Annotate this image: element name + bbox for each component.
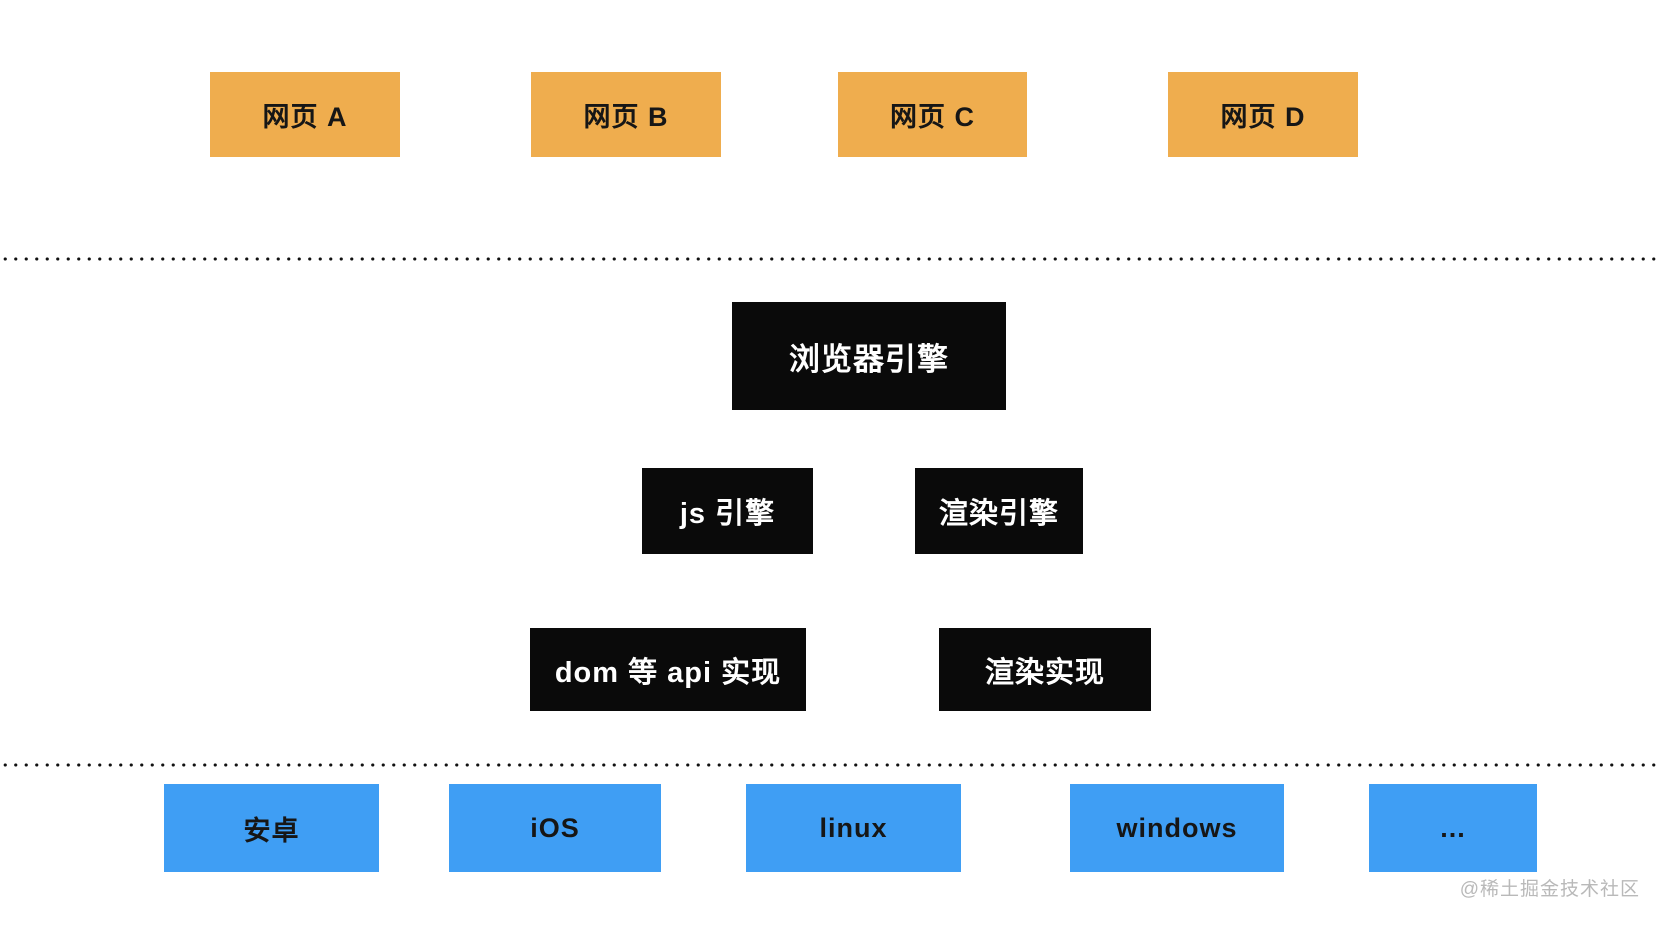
watermark: @稀土掘金技术社区 — [1459, 879, 1640, 900]
platform-linux-label: linux — [819, 812, 888, 843]
platform-box-ios: iOS — [449, 784, 661, 872]
platform-box-linux: linux — [746, 784, 961, 872]
js-engine-box: js 引擎 — [642, 468, 813, 554]
render-impl-box: 渲染实现 — [939, 628, 1151, 711]
webpage-box-d: 网页 D — [1168, 72, 1358, 157]
platform-windows-label: windows — [1116, 812, 1238, 843]
platform-android-label: 安卓 — [243, 815, 300, 846]
platform-ios-label: iOS — [530, 812, 580, 843]
dom-api-impl-label: dom 等 api 实现 — [554, 656, 782, 689]
dotted-separator-top — [0, 257, 1656, 261]
platform-more-label: ... — [1440, 812, 1466, 843]
platform-box-windows: windows — [1070, 784, 1284, 872]
platform-box-more: ... — [1369, 784, 1537, 872]
webpage-box-d-label: 网页 D — [1220, 102, 1306, 132]
webpage-box-c: 网页 C — [838, 72, 1027, 157]
render-engine-box: 渲染引擎 — [915, 468, 1083, 554]
dom-api-impl-box: dom 等 api 实现 — [530, 628, 806, 711]
webpage-box-a: 网页 A — [210, 72, 400, 157]
render-impl-label: 渲染实现 — [984, 656, 1105, 689]
dotted-separator-bottom — [0, 763, 1656, 767]
platform-box-android: 安卓 — [164, 784, 379, 872]
browser-engine-box: 浏览器引擎 — [732, 302, 1006, 410]
js-engine-label: js 引擎 — [679, 498, 776, 530]
browser-engine-label: 浏览器引擎 — [789, 341, 949, 377]
webpage-box-a-label: 网页 A — [262, 102, 348, 132]
render-engine-label: 渲染引擎 — [938, 498, 1059, 530]
webpage-box-b-label: 网页 B — [583, 102, 669, 132]
webpage-box-c-label: 网页 C — [890, 102, 975, 132]
webpage-box-b: 网页 B — [531, 72, 721, 157]
